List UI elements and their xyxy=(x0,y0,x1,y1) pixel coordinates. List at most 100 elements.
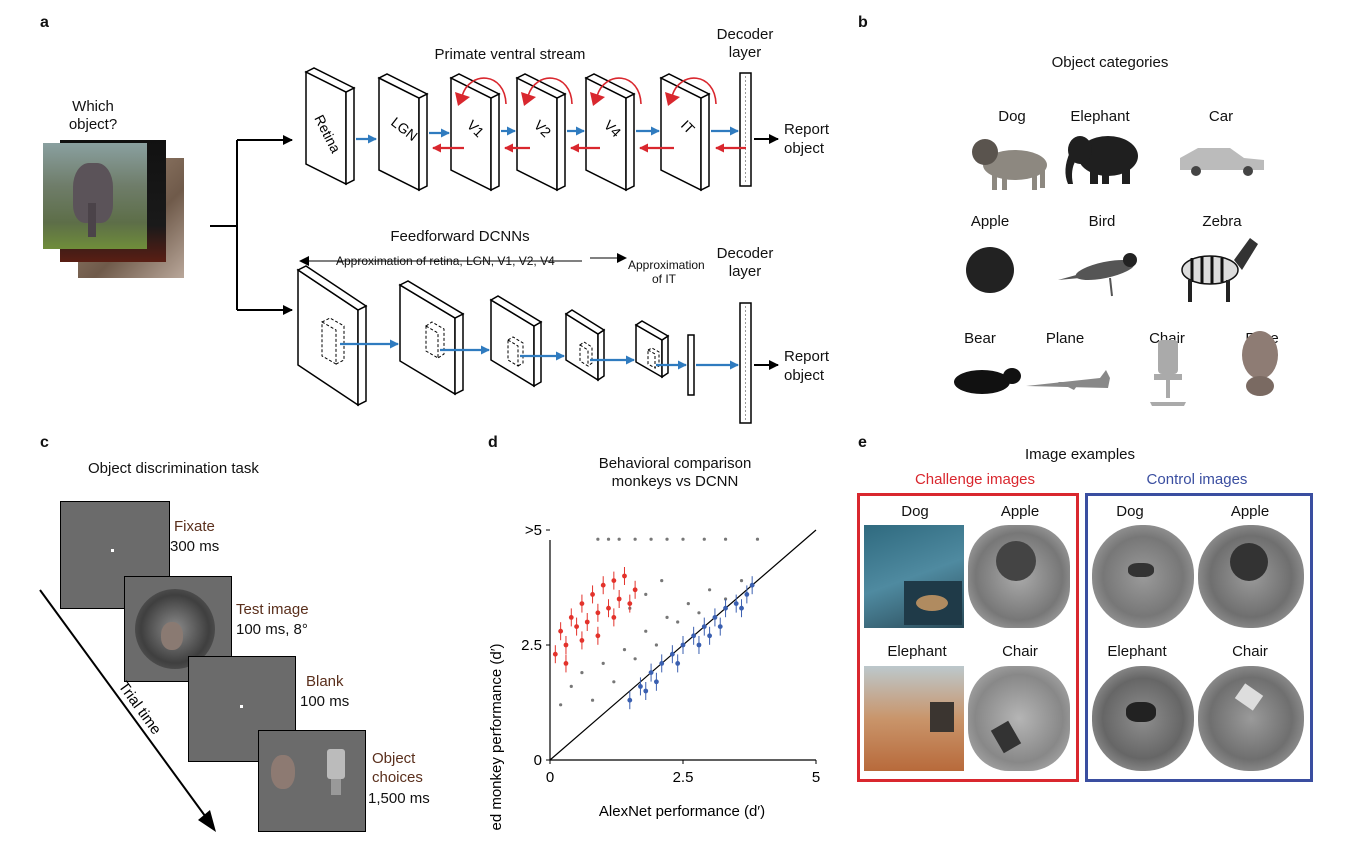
gray-point xyxy=(580,671,584,675)
red-point xyxy=(584,619,590,625)
panel-label-d: d xyxy=(488,434,498,451)
gray-point xyxy=(660,579,664,583)
blue-point xyxy=(707,633,712,639)
branch-arrows xyxy=(210,135,293,315)
category-bird: Bird xyxy=(1088,213,1116,230)
red-point xyxy=(595,610,601,616)
dcnn-title: Feedforward DCNNs xyxy=(390,228,530,245)
blue-point xyxy=(712,615,718,620)
chart-title: Behavioral comparison monkeys vs DCNN xyxy=(598,455,752,490)
challenge-chair-image xyxy=(968,666,1070,771)
object-categories-title: Object categories xyxy=(1051,54,1169,71)
report-object-top-label: Report object xyxy=(784,121,830,157)
gray-point xyxy=(633,657,637,661)
decoder-layer-top-label: Decoder layer xyxy=(716,26,774,61)
gray-point xyxy=(633,537,637,541)
dcnn-layers xyxy=(296,265,695,407)
x-tick-label: 0 xyxy=(546,769,554,786)
control-elephant-image xyxy=(1092,666,1194,771)
red-point xyxy=(563,642,569,648)
face-silhouette xyxy=(1242,331,1278,396)
apple-silhouette xyxy=(966,247,1014,293)
category-zebra: Zebra xyxy=(1202,213,1242,230)
bird-silhouette xyxy=(1058,253,1137,297)
gray-point xyxy=(723,597,728,601)
dcnn-approx-right: Approximation of IT xyxy=(628,258,705,286)
report-object-bottom-label: Report object xyxy=(784,348,830,384)
gray-point xyxy=(665,537,669,541)
blue-point xyxy=(739,605,744,611)
blue-point xyxy=(680,642,686,648)
receptive-fields xyxy=(321,317,660,369)
control-apple-label: Apple xyxy=(1230,503,1270,520)
gray-point xyxy=(755,537,760,541)
red-point xyxy=(563,661,569,666)
challenge-dog-label: Dog xyxy=(901,503,929,520)
gray-point xyxy=(644,592,648,596)
category-silhouettes xyxy=(954,136,1278,406)
blue-point xyxy=(638,684,643,689)
control-images-label: Control images xyxy=(1146,471,1248,488)
blue-point xyxy=(733,601,739,606)
plane-silhouette xyxy=(1026,370,1110,390)
step-time-blank: 100 ms xyxy=(300,693,350,710)
gray-point xyxy=(559,703,563,707)
gray-point xyxy=(697,611,701,615)
red-point xyxy=(611,578,617,583)
control-apple-image xyxy=(1198,525,1304,628)
red-point xyxy=(632,587,638,593)
category-car: Car xyxy=(1208,108,1234,125)
image-examples-title: Image examples xyxy=(1024,446,1136,463)
panel-label-c: c xyxy=(40,434,49,451)
trial-time-axis: Trial time xyxy=(39,589,216,832)
scatter-chart: Pooled monkey performance (d′) AlexNet p… xyxy=(488,522,820,830)
x-tick-label: 2.5 xyxy=(673,769,694,786)
gray-point xyxy=(681,537,685,541)
red-point xyxy=(579,638,585,643)
y-axis-label: Pooled monkey performance (d′) xyxy=(488,643,505,830)
gray-point xyxy=(649,537,653,541)
blue-point xyxy=(627,697,633,703)
control-dog-label: Dog xyxy=(1116,503,1144,520)
gray-point xyxy=(606,537,611,541)
gray-point xyxy=(665,615,669,619)
category-elephant: Elephant xyxy=(1070,108,1130,125)
recurrent-heads xyxy=(455,92,680,106)
gray-point xyxy=(739,579,744,583)
control-dog-image xyxy=(1092,525,1194,628)
panel-a-diagram: Retina LGN V1 V2 V4 IT xyxy=(210,67,779,424)
challenge-apple-label: Apple xyxy=(1000,503,1040,520)
category-apple: Apple xyxy=(970,213,1010,230)
blue-point xyxy=(659,661,665,666)
step-name-blank: Blank xyxy=(306,673,344,690)
panel-label-b: b xyxy=(858,14,868,31)
red-point xyxy=(600,582,606,588)
blue-point xyxy=(744,592,750,597)
challenge-elephant-label: Elephant xyxy=(887,643,947,660)
blue-point xyxy=(675,661,681,666)
elephant-silhouette xyxy=(1065,136,1138,184)
red-point xyxy=(616,596,622,602)
gray-point xyxy=(622,648,627,652)
ventral-stream-title: Primate ventral stream xyxy=(434,46,586,63)
gray-point xyxy=(644,629,648,633)
blue-point xyxy=(691,633,697,639)
red-point xyxy=(611,615,617,620)
category-plane: Plane xyxy=(1045,330,1085,347)
elephant-photo xyxy=(43,143,147,249)
gray-point xyxy=(702,537,706,541)
red-point xyxy=(606,605,611,611)
dcnn-feedforward-arrows xyxy=(340,339,739,370)
red-point xyxy=(574,624,579,629)
challenge-chair-label: Chair xyxy=(1002,643,1038,660)
gray-point xyxy=(596,537,600,541)
feedforward-arrows xyxy=(356,126,739,144)
red-point xyxy=(590,592,595,597)
bear-silhouette xyxy=(954,368,1021,394)
blue-point xyxy=(749,582,755,588)
challenge-dog-image xyxy=(864,525,964,628)
blue-point xyxy=(669,651,675,657)
control-chair-label: Chair xyxy=(1232,643,1268,660)
dcnn-approx-left: Approximation of retina, LGN, V1, V2, V4 xyxy=(336,254,555,268)
control-chair-image xyxy=(1198,666,1304,771)
